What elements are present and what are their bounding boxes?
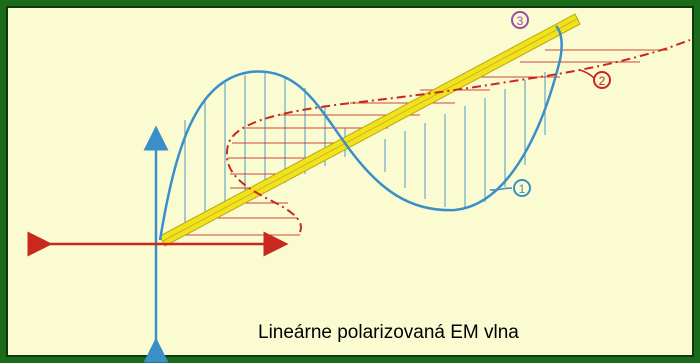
- wave3-band: [159, 13, 581, 247]
- diagram-panel: [6, 6, 694, 357]
- label-circle-3: [511, 11, 529, 29]
- wave1-curve: [158, 25, 563, 241]
- label-circle-2: [593, 71, 611, 89]
- wave1-hatching: [184, 72, 546, 225]
- wave2-curve: [225, 39, 691, 233]
- wave2-leader: [579, 69, 595, 79]
- label-2: 2: [599, 74, 606, 88]
- label-3: 3: [517, 14, 524, 28]
- label-circle-1: [513, 179, 531, 197]
- label-1: 1: [519, 182, 526, 196]
- diagram-caption: Lineárne polarizovaná EM vlna: [258, 322, 519, 343]
- wave1-leader: [489, 187, 513, 191]
